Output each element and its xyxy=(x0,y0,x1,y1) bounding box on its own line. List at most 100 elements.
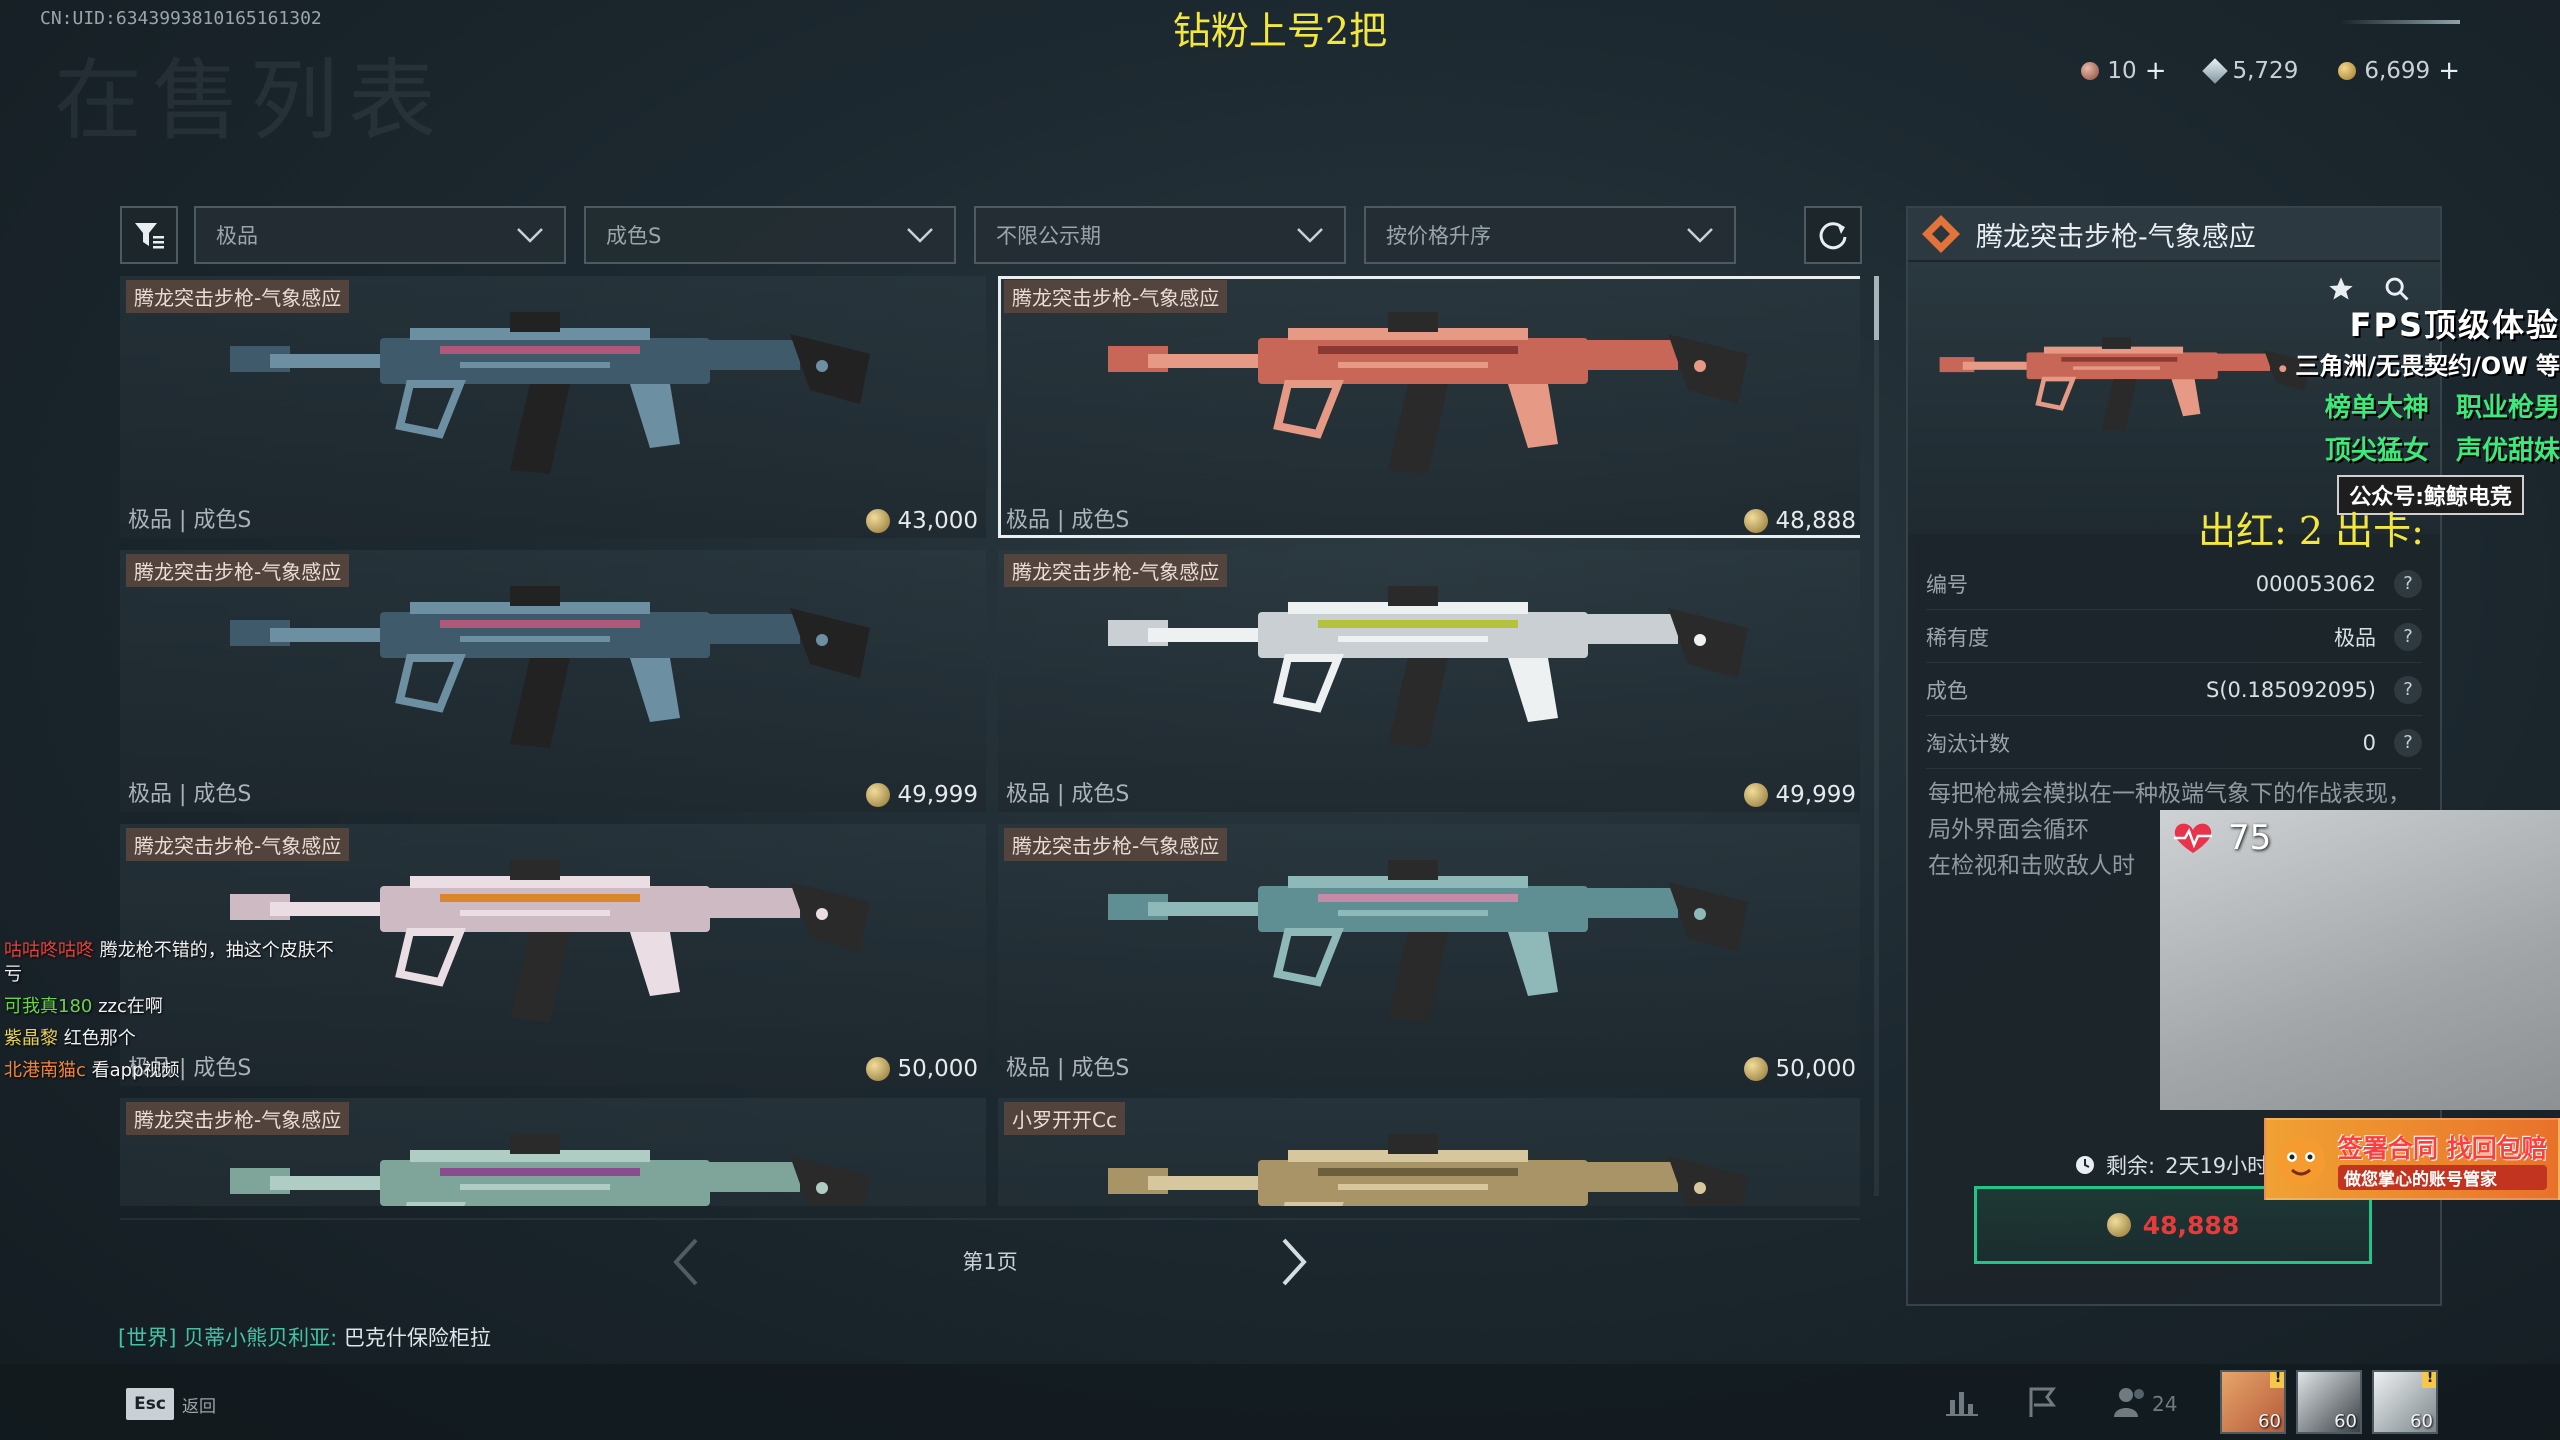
coin-icon xyxy=(865,1057,890,1081)
listing-price-value: 50,000 xyxy=(897,1056,978,1082)
esc-key[interactable]: Esc xyxy=(126,1388,174,1420)
favorite-button[interactable] xyxy=(2322,270,2360,308)
listing-scroll-thumb[interactable] xyxy=(1874,276,1879,340)
period-dropdown[interactable]: 不限公示期 xyxy=(974,206,1346,264)
avatar-level: 60 xyxy=(2410,1411,2433,1432)
flag-button[interactable] xyxy=(2020,1380,2064,1424)
refresh-button[interactable] xyxy=(1804,206,1862,264)
listing-scrollbar[interactable] xyxy=(1874,276,1879,1196)
help-icon[interactable]: ? xyxy=(2394,622,2422,651)
listing-card[interactable]: 腾龙突击步枪-气象感应 xyxy=(120,1098,986,1206)
filter-button[interactable] xyxy=(120,206,178,264)
weapon-image xyxy=(1108,312,1748,474)
weapon-image xyxy=(230,860,870,1022)
avatar[interactable]: ! 60 xyxy=(2372,1370,2438,1434)
avatar[interactable]: ! 60 xyxy=(2220,1370,2286,1434)
listing-tags: 极品 | 成色S xyxy=(1006,508,1130,533)
listing-price: 50,000 xyxy=(1743,1056,1856,1082)
danmu-line: 紫晶黎 红色那个 xyxy=(4,1024,136,1050)
currency-gold[interactable]: 6,699 + xyxy=(2338,56,2460,86)
listing-price: 43,000 xyxy=(865,508,978,534)
danmu-text: 看app视频 xyxy=(91,1060,180,1081)
listing-card[interactable]: 小罗开开Cc xyxy=(998,1098,1860,1206)
add-gold-coin-icon[interactable]: + xyxy=(2438,56,2460,86)
currency-red[interactable]: 10 + xyxy=(2081,56,2166,86)
stat-value: 000053062 xyxy=(2255,571,2376,596)
search-icon xyxy=(2385,277,2409,301)
red-coin-icon xyxy=(2081,62,2100,80)
inspect-button[interactable] xyxy=(2378,270,2416,308)
stat-row-id: 编号 000053062? xyxy=(1926,558,2422,610)
friends-button[interactable] xyxy=(2108,1380,2152,1424)
page-watermark-title: 在售列表 xyxy=(54,49,447,152)
weapon-image xyxy=(1939,337,2311,432)
listing-name: 腾龙突击步枪-气象感应 xyxy=(1004,828,1228,861)
rarity-dropdown-value: 极品 xyxy=(216,224,258,248)
gold-coin-icon xyxy=(2338,62,2357,80)
prev-page-button[interactable] xyxy=(666,1232,706,1292)
currency-diamond-value: 5,729 xyxy=(2232,58,2299,84)
avatar[interactable]: 60 xyxy=(2296,1370,2362,1434)
weapon-preview xyxy=(210,1116,900,1206)
danmu-line: 北港南猫c 看app视频 xyxy=(4,1056,180,1082)
listing-tags: 极品 | 成色S xyxy=(128,508,252,533)
promo-tag: 榜单大神 xyxy=(2324,393,2429,423)
coin-icon xyxy=(1743,509,1768,533)
heart-rate-value: 75 xyxy=(2228,818,2272,858)
listing-tags: 极品 | 成色S xyxy=(128,1056,252,1081)
mascot-icon xyxy=(2277,1137,2325,1185)
avatar-level: 60 xyxy=(2258,1411,2281,1432)
sort-dropdown[interactable]: 按价格升序 xyxy=(1364,206,1736,264)
promo-games: 三角洲/无畏契约/OW 等 xyxy=(2295,352,2560,380)
chevron-down-icon xyxy=(1297,228,1323,243)
coin-icon xyxy=(865,783,890,807)
banner-sub-text: 做您掌心的账号管家 xyxy=(2338,1164,2547,1190)
coin-icon xyxy=(1743,783,1768,807)
filter-icon xyxy=(135,223,164,249)
help-icon[interactable]: ? xyxy=(2394,569,2422,598)
detail-header: 腾龙突击步枪-气象感应 xyxy=(1908,208,2440,260)
sort-dropdown-value: 按价格升序 xyxy=(1386,224,1491,248)
diamond-icon xyxy=(2202,58,2229,84)
buy-button[interactable]: 48,888 xyxy=(1974,1186,2372,1264)
remaining-label: 剩余: xyxy=(2106,1154,2156,1178)
stat-value: S(0.185092095) xyxy=(2206,677,2376,702)
listing-price-value: 50,000 xyxy=(1775,1056,1856,1082)
listing-price-value: 49,999 xyxy=(1775,782,1856,808)
weapon-preview xyxy=(210,294,900,484)
danmu-user: 紫晶黎 xyxy=(4,1028,58,1049)
add-red-coin-icon[interactable]: + xyxy=(2144,56,2167,86)
world-chat-line[interactable]: [世界] 贝蒂小熊贝利亚: 巴克什保险柜拉 xyxy=(118,1322,491,1352)
bar-chart-icon xyxy=(1946,1392,1978,1416)
page-indicator: 第1页 xyxy=(962,1250,1018,1274)
coin-icon xyxy=(865,509,890,533)
weapon-image xyxy=(1108,860,1748,1022)
listing-price: 49,999 xyxy=(865,782,978,808)
help-icon[interactable]: ? xyxy=(2394,728,2422,757)
stat-value: 0 xyxy=(2362,730,2376,755)
listing-price-value: 49,999 xyxy=(897,782,978,808)
bottom-bar xyxy=(0,1364,2560,1440)
condition-dropdown[interactable]: 成色S xyxy=(584,206,956,264)
back-label[interactable]: 返回 xyxy=(182,1397,216,1417)
stats-button[interactable] xyxy=(1940,1380,1984,1424)
clock-icon xyxy=(2076,1156,2094,1174)
next-page-button[interactable] xyxy=(1274,1232,1314,1292)
alert-badge: ! xyxy=(2422,1372,2436,1388)
rarity-dropdown[interactable]: 极品 xyxy=(194,206,566,264)
currency-gold-value: 6,699 xyxy=(2364,58,2431,84)
stream-ad-banner: 签署合同 找回包赔 做您掌心的账号管家 xyxy=(2264,1118,2560,1200)
help-icon[interactable]: ? xyxy=(2394,675,2422,704)
refresh-icon xyxy=(1819,222,1847,250)
promo-headline: FPS顶级体验 xyxy=(2349,306,2560,344)
danmu-text: 亏 xyxy=(4,964,22,985)
stat-label: 稀有度 xyxy=(1926,625,1989,650)
danmu-user: 北港南猫c xyxy=(4,1060,86,1081)
weapon-preview xyxy=(1088,568,1778,758)
